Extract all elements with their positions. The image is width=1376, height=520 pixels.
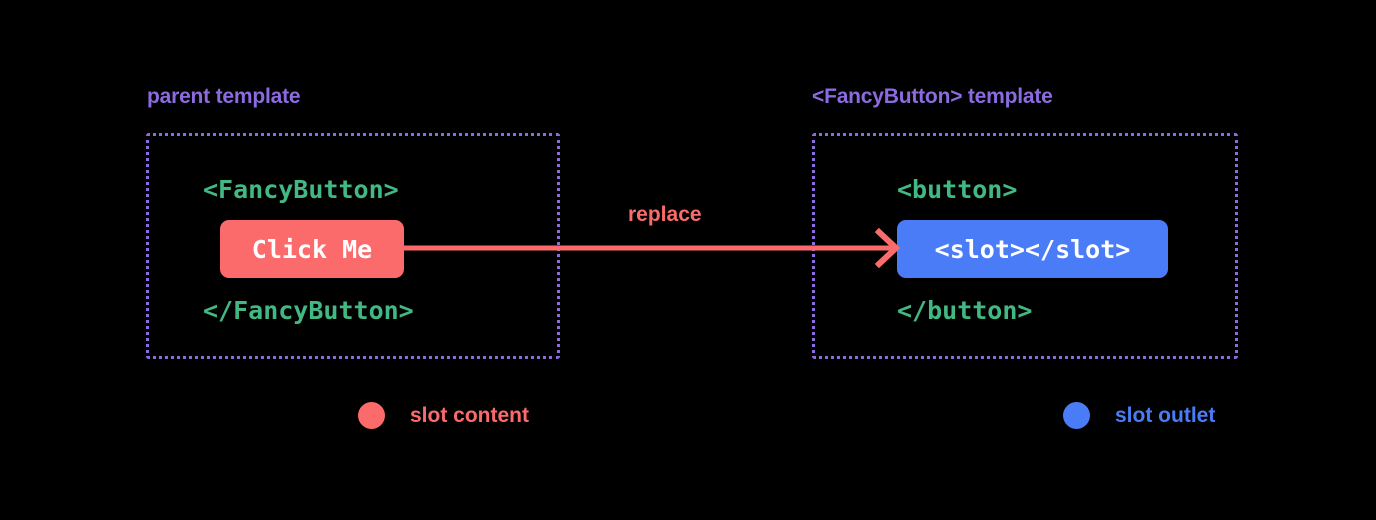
replace-arrow-icon bbox=[404, 227, 901, 269]
slot-outlet-chip: <slot></slot> bbox=[897, 220, 1168, 278]
replace-arrow-label: replace bbox=[628, 203, 702, 226]
legend-item-slot-content: slot content bbox=[358, 402, 529, 429]
legend-label-slot-outlet: slot outlet bbox=[1115, 403, 1216, 427]
parent-close-tag: </FancyButton> bbox=[203, 296, 414, 325]
fancybutton-template-caption: <FancyButton> template bbox=[812, 85, 1053, 108]
button-open-tag: <button> bbox=[897, 175, 1018, 204]
parent-open-tag: <FancyButton> bbox=[203, 175, 399, 204]
legend-label-slot-content: slot content bbox=[410, 403, 529, 427]
legend-item-slot-outlet: slot outlet bbox=[1063, 402, 1215, 429]
slot-outlet-dot-icon bbox=[1063, 402, 1090, 429]
button-close-tag: </button> bbox=[897, 296, 1033, 325]
slot-content-chip: Click Me bbox=[220, 220, 404, 278]
replace-arrow bbox=[404, 227, 904, 269]
parent-template-caption: parent template bbox=[147, 85, 301, 108]
slot-content-dot-icon bbox=[358, 402, 385, 429]
